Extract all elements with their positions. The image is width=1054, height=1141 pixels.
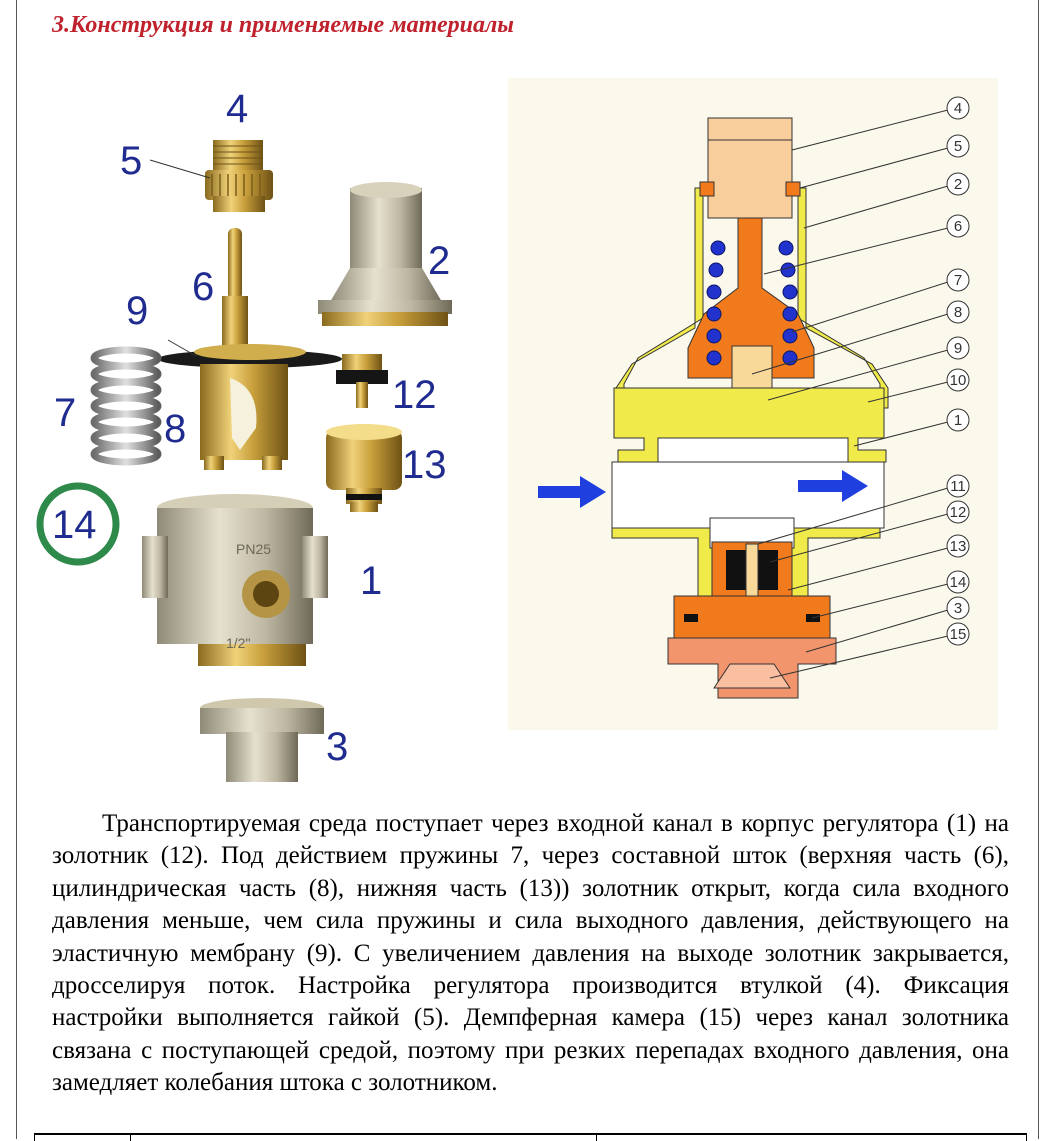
svg-text:11: 11 xyxy=(950,478,966,495)
right-page-edge xyxy=(1038,0,1039,1139)
stem-part-6 xyxy=(222,228,248,346)
table-top-border xyxy=(34,1133,1027,1141)
photo-label-9: 9 xyxy=(126,289,148,333)
svg-text:3: 3 xyxy=(954,600,962,617)
svg-text:10: 10 xyxy=(950,372,967,389)
callout-8: 8 xyxy=(946,300,970,324)
exploded-view-illustration: PN25 1/2" 4 5 2 6 9 12 7 8 13 14 1 3 xyxy=(36,87,452,782)
callout-10: 10 xyxy=(946,368,970,392)
photo-label-1: 1 xyxy=(360,559,382,603)
spring-part-7 xyxy=(90,346,162,466)
svg-text:12: 12 xyxy=(950,504,967,521)
callout-2: 2 xyxy=(946,172,970,196)
cylinder-part-8 xyxy=(200,364,288,470)
description-paragraph: Транспортируемая среда поступает через в… xyxy=(52,810,1009,1097)
svg-text:7: 7 xyxy=(954,272,962,289)
callout-13: 13 xyxy=(946,534,970,558)
outlet-arrow xyxy=(798,470,868,502)
svg-text:9: 9 xyxy=(954,340,962,357)
valve-spool-part-12 xyxy=(336,354,388,408)
photo-label-5: 5 xyxy=(120,139,142,183)
body-pressure-marking: PN25 xyxy=(236,541,271,557)
svg-text:6: 6 xyxy=(954,218,962,235)
callout-3: 3 xyxy=(946,596,970,620)
svg-text:8: 8 xyxy=(954,304,962,321)
svg-text:2: 2 xyxy=(954,176,962,193)
body-part-1: PN25 1/2" xyxy=(142,494,328,666)
cross-section-diagram: 4 5 2 6 7 8 9 10 1 11 12 13 14 3 15 xyxy=(508,78,998,730)
callout-12: 12 xyxy=(946,500,970,524)
photo-label-8: 8 xyxy=(164,407,186,451)
seal-ring-part-14 xyxy=(36,482,120,566)
label-9-leader xyxy=(167,339,197,357)
svg-text:15: 15 xyxy=(950,626,967,643)
svg-text:1: 1 xyxy=(954,412,962,429)
svg-text:13: 13 xyxy=(950,538,967,555)
photo-label-14: 14 xyxy=(52,503,97,547)
photo-label-7: 7 xyxy=(54,391,76,435)
exploded-view-photo: PN25 1/2" 4 5 2 6 9 12 7 8 13 14 1 3 xyxy=(30,78,500,798)
photo-label-6: 6 xyxy=(192,265,214,309)
photo-label-4: 4 xyxy=(226,87,248,131)
callout-4: 4 xyxy=(946,96,970,120)
callout-15: 15 xyxy=(946,622,970,646)
body-size-marking: 1/2" xyxy=(226,635,250,651)
lower-part-13 xyxy=(326,424,402,512)
cross-section-drawing: 4 5 2 6 7 8 9 10 1 11 12 13 14 3 15 xyxy=(538,96,970,699)
photo-label-13: 13 xyxy=(402,443,447,487)
photo-label-12: 12 xyxy=(392,373,437,417)
callout-1: 1 xyxy=(946,408,970,432)
cap-part-3 xyxy=(200,698,324,782)
label-5-leader xyxy=(149,159,211,179)
callout-11: 11 xyxy=(946,474,970,498)
callout-14: 14 xyxy=(946,570,970,594)
callout-5: 5 xyxy=(946,134,970,158)
nut-part-5 xyxy=(205,140,273,212)
svg-text:14: 14 xyxy=(950,574,967,591)
svg-text:4: 4 xyxy=(954,100,962,117)
membrane-plate xyxy=(194,344,306,360)
photo-label-3: 3 xyxy=(326,725,348,769)
bonnet-part-2 xyxy=(318,182,452,326)
page-title: 3.Конструкция и применяемые материалы xyxy=(52,12,514,38)
photo-label-2: 2 xyxy=(428,239,450,283)
callout-6: 6 xyxy=(946,214,970,238)
inlet-arrow xyxy=(538,476,606,508)
callout-7: 7 xyxy=(946,268,970,292)
svg-text:5: 5 xyxy=(954,138,962,155)
callout-9: 9 xyxy=(946,336,970,360)
left-page-edge xyxy=(16,0,17,1139)
